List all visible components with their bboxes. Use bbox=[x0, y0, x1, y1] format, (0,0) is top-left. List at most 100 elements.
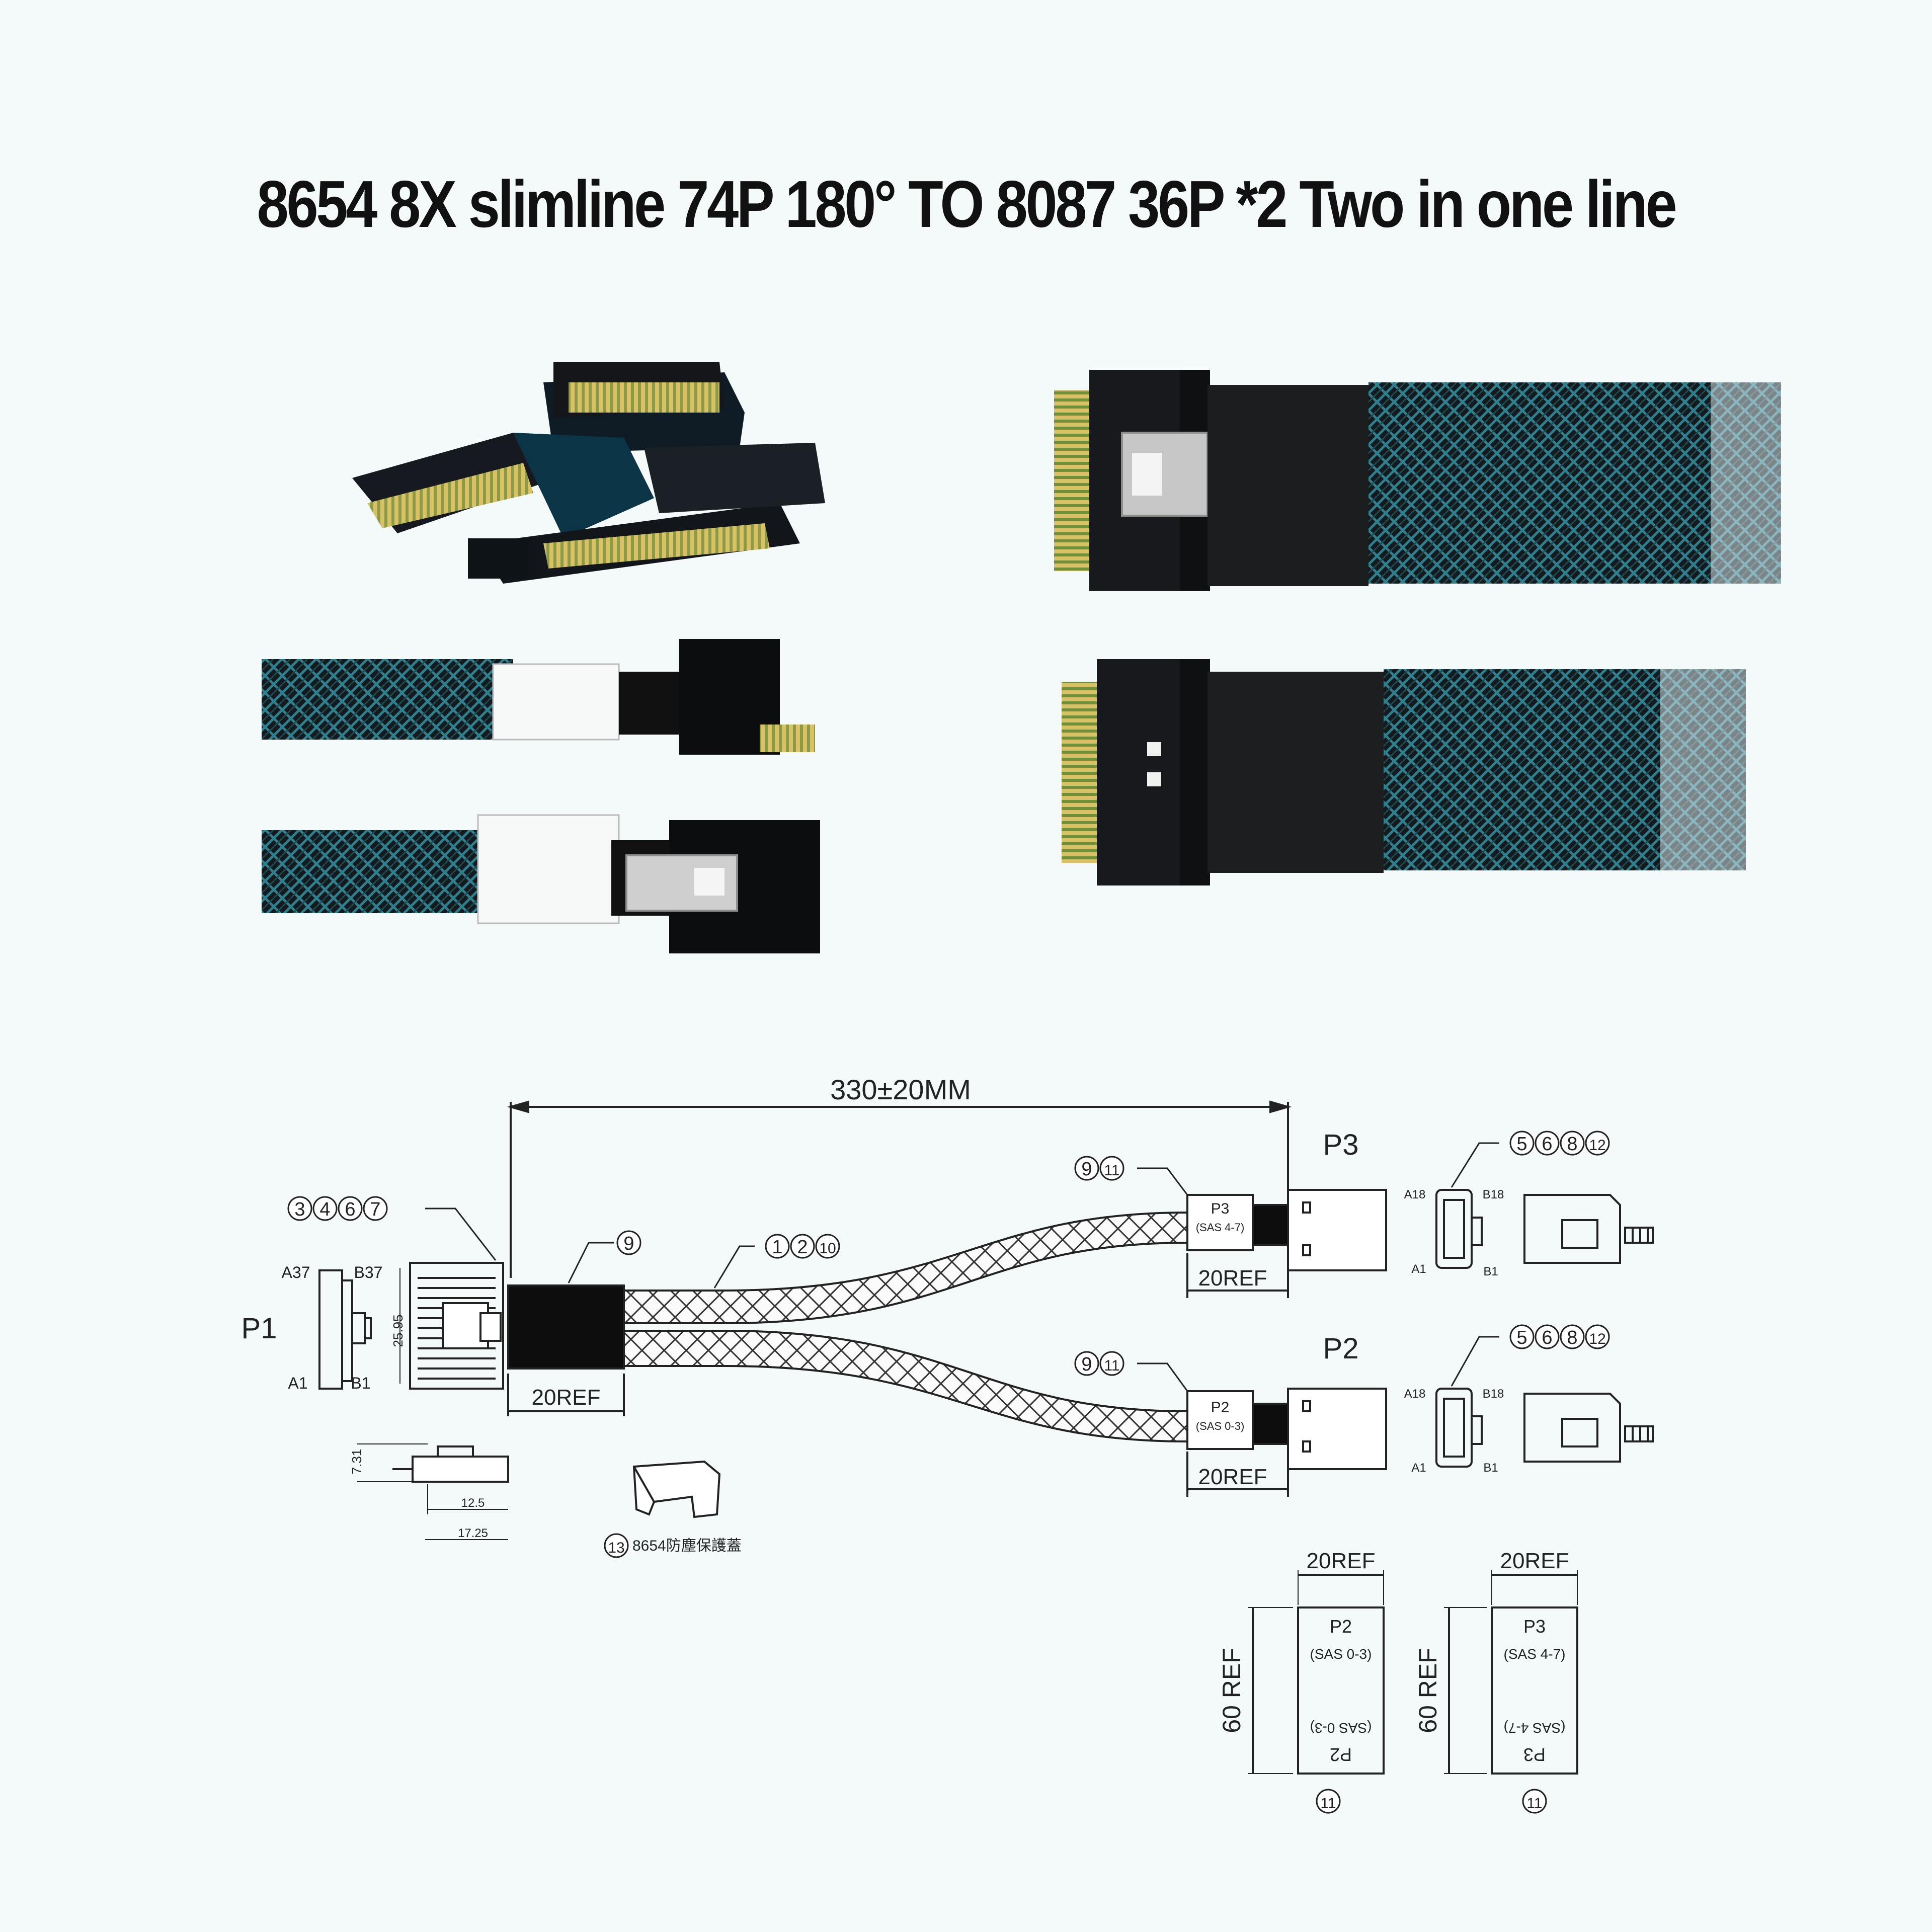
p1-pin-a1: A1 bbox=[288, 1374, 307, 1392]
p1-callout-number: 3 bbox=[294, 1199, 305, 1220]
p1-callout-circle bbox=[338, 1196, 363, 1221]
dust-cover-callout-number: 13 bbox=[608, 1540, 624, 1556]
p1-heatshrink bbox=[507, 1284, 625, 1370]
p1-callout-circle bbox=[363, 1196, 388, 1221]
p2-ref: 20REF bbox=[1198, 1465, 1267, 1489]
p3-conn-callout-circle bbox=[1585, 1131, 1610, 1156]
p2-conn-callout-circle bbox=[1585, 1324, 1610, 1349]
p2-label: P2 bbox=[1323, 1332, 1359, 1365]
p1-ref: 20REF bbox=[532, 1385, 601, 1410]
side-width-1: 12.5 bbox=[461, 1496, 485, 1510]
p2-tag-sub: (SAS 0-3) bbox=[1196, 1420, 1245, 1432]
p3-cable-end bbox=[1186, 1189, 1387, 1271]
label-p2-sub: (SAS 0-3) bbox=[1310, 1646, 1372, 1662]
p3-label-callout-number: 9 bbox=[1081, 1159, 1092, 1180]
p1-callout-number: 7 bbox=[370, 1199, 380, 1220]
p2-tag-name: P2 bbox=[1211, 1399, 1230, 1416]
p3-conn-pin-b1: B1 bbox=[1483, 1265, 1498, 1278]
p2-label-callout-number: 11 bbox=[1104, 1357, 1119, 1374]
p3-ref-dimension bbox=[1186, 1253, 1289, 1298]
label-p3-sub: (SAS 4-7) bbox=[1504, 1646, 1566, 1662]
p3-conn-pin-a18: A18 bbox=[1404, 1188, 1426, 1201]
p3-label-callout-circle bbox=[1099, 1156, 1124, 1181]
p1-callout-number: 4 bbox=[319, 1199, 330, 1220]
photo-8087-side bbox=[262, 639, 815, 755]
p3-conn-callout-number: 8 bbox=[1567, 1134, 1577, 1155]
label-p2-sub-flipped: (SAS 0-3) bbox=[1310, 1720, 1372, 1736]
side-width-2: 17.25 bbox=[458, 1526, 488, 1540]
p2-conn-callout-circle bbox=[1535, 1324, 1560, 1349]
side-height: 7.31 bbox=[349, 1449, 364, 1475]
p1-connector-body bbox=[399, 1262, 504, 1390]
page-title: 8654 8X slimline 74P 180° TO 8087 36P *2… bbox=[257, 167, 1677, 241]
p2-conn-callout-number: 8 bbox=[1567, 1327, 1577, 1348]
p3-front-view bbox=[1435, 1189, 1483, 1269]
label-p3-callout-circle bbox=[1522, 1789, 1547, 1814]
p1-pin-a37: A37 bbox=[282, 1263, 310, 1281]
p3-conn-pin-b18: B18 bbox=[1483, 1188, 1504, 1201]
overall-length: 330±20MM bbox=[830, 1074, 971, 1105]
label-p2-top-ref: 20REF bbox=[1307, 1549, 1376, 1573]
photo-slimline-top bbox=[1054, 370, 1781, 591]
p2-latch-view bbox=[1523, 1393, 1654, 1463]
p3-tag-sub: (SAS 4-7) bbox=[1196, 1221, 1245, 1234]
cable-callout-circle bbox=[765, 1234, 790, 1259]
p1-callout-circle bbox=[287, 1196, 312, 1221]
photo-8087-latch bbox=[262, 814, 820, 953]
p3-conn-callout-number: 12 bbox=[1589, 1137, 1605, 1154]
p3-label: P3 bbox=[1323, 1129, 1359, 1161]
cable-callout-circle bbox=[815, 1234, 840, 1259]
p3-label-callout-circle bbox=[1074, 1156, 1099, 1181]
label-p3-name-flipped: P3 bbox=[1523, 1744, 1546, 1765]
label-p2-drawing bbox=[1248, 1570, 1385, 1775]
p2-conn-callout-number: 12 bbox=[1589, 1331, 1605, 1347]
label-p3-callout-number: 11 bbox=[1526, 1795, 1542, 1812]
p2-conn-pin-a1: A1 bbox=[1411, 1461, 1426, 1475]
p1-pin-b37: B37 bbox=[354, 1263, 383, 1281]
label-p2-name: P2 bbox=[1330, 1616, 1352, 1637]
p2-conn-callout-number: 5 bbox=[1516, 1327, 1527, 1348]
p2-label-callout-circle bbox=[1074, 1351, 1099, 1376]
photo-slimline-bottom bbox=[1062, 659, 1746, 886]
drawing bbox=[318, 1100, 1654, 1775]
p2-cable-end bbox=[1186, 1388, 1387, 1470]
p2-conn-pin-b18: B18 bbox=[1483, 1387, 1504, 1401]
p2-ref-dimension bbox=[1186, 1452, 1289, 1497]
label-p2-name-flipped: P2 bbox=[1330, 1744, 1352, 1765]
p2-front-view bbox=[1435, 1388, 1483, 1468]
photo-fanout-connectors bbox=[352, 362, 825, 584]
p1-label: P1 bbox=[242, 1312, 277, 1345]
cable-callout-number: 2 bbox=[797, 1237, 808, 1258]
p3-conn-callout-circle bbox=[1509, 1131, 1535, 1156]
label-p2-callout-circle bbox=[1316, 1789, 1341, 1814]
cable-to-p3 bbox=[623, 1211, 1188, 1324]
p3-conn-callout-number: 5 bbox=[1516, 1134, 1527, 1155]
dust-cover-text: 8654防塵保護蓋 bbox=[632, 1538, 742, 1554]
heatshrink-callout-circle bbox=[616, 1230, 641, 1255]
p2-label-callout-circle bbox=[1099, 1351, 1124, 1376]
heatshrink-callout-number: 9 bbox=[623, 1233, 634, 1254]
p1-callout-number: 6 bbox=[345, 1199, 355, 1220]
label-p3-top-ref: 20REF bbox=[1500, 1549, 1569, 1573]
label-p3-sub-flipped: (SAS 4-7) bbox=[1504, 1720, 1566, 1736]
cable-to-p2 bbox=[623, 1330, 1188, 1443]
p2-label-callout-number: 9 bbox=[1081, 1354, 1092, 1375]
p1-callout-circle bbox=[312, 1196, 338, 1221]
p2-conn-pin-b1: B1 bbox=[1483, 1461, 1498, 1475]
label-p3-name: P3 bbox=[1523, 1616, 1546, 1637]
cable-callout-number: 1 bbox=[772, 1237, 782, 1258]
p2-conn-pin-a18: A18 bbox=[1404, 1387, 1426, 1401]
p1-height: 25.95 bbox=[390, 1314, 406, 1347]
p3-label-callout-number: 11 bbox=[1104, 1162, 1119, 1179]
label-p3-side-ref: 60 REF bbox=[1414, 1648, 1442, 1733]
p3-latch-view bbox=[1523, 1194, 1654, 1264]
cable-callout-number: 10 bbox=[819, 1240, 836, 1257]
dust-cover-callout-circle bbox=[604, 1533, 629, 1558]
p3-conn-callout-circle bbox=[1560, 1131, 1585, 1156]
p3-ref: 20REF bbox=[1198, 1266, 1267, 1291]
p1-side-view bbox=[357, 1443, 509, 1540]
p3-conn-callout-number: 6 bbox=[1542, 1134, 1552, 1155]
p3-tag-name: P3 bbox=[1211, 1200, 1230, 1217]
